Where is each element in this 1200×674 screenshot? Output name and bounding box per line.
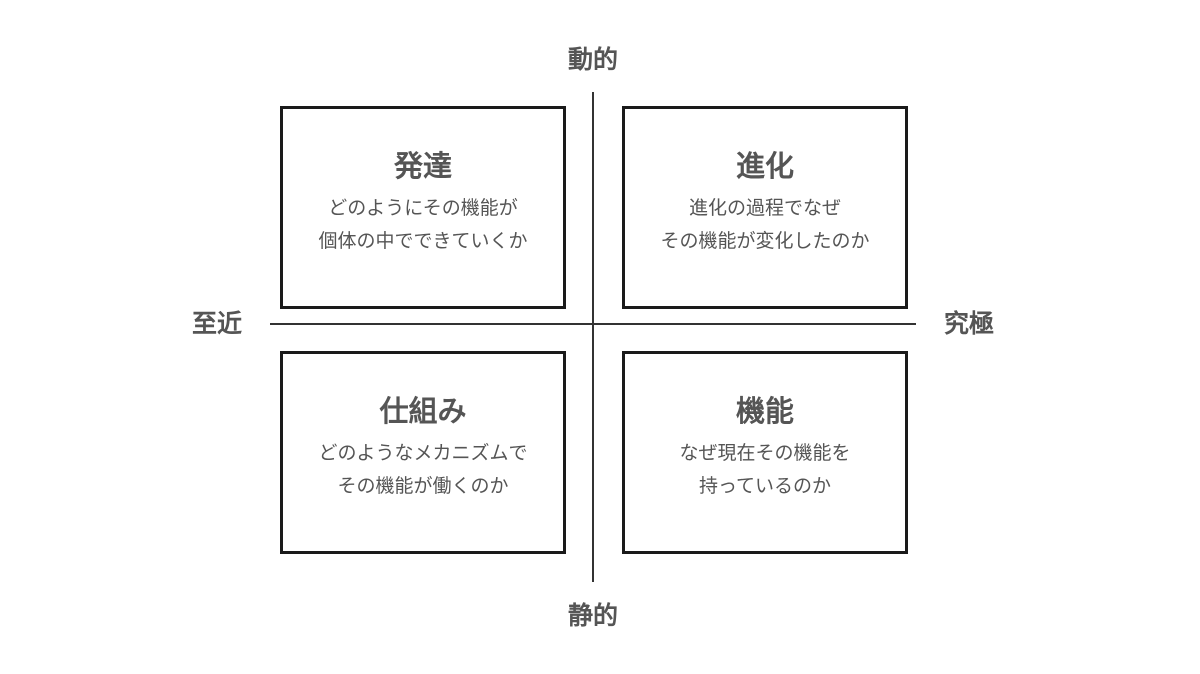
quadrant-description-line: 進化の過程でなぜ	[688, 196, 841, 219]
axis-label-top: 動的	[567, 45, 619, 74]
quadrant-description-line: 個体の中でできていくか	[318, 229, 528, 252]
axis-label-left: 至近	[192, 309, 243, 338]
quadrant-top-left: 発達 どのようにその機能が 個体の中でできていくか	[280, 106, 566, 309]
axis-label-bottom: 静的	[567, 601, 619, 630]
quadrant-bottom-right: 機能 なぜ現在その機能を 持っているのか	[622, 351, 908, 554]
quadrant-description: どのようにその機能が 個体の中でできていくか	[283, 192, 563, 258]
quadrant-description: なぜ現在その機能を 持っているのか	[625, 437, 905, 503]
quadrant-title: 機能	[735, 394, 794, 428]
quadrant-title: 仕組み	[379, 394, 467, 428]
quadrant-description-line: どのようなメカニズムで	[318, 441, 528, 464]
quadrant-description-line: どのようにその機能が	[328, 196, 518, 219]
quadrant-description: どのようなメカニズムで その機能が働くのか	[283, 437, 563, 503]
horizontal-axis-line	[270, 323, 916, 325]
vertical-axis-line	[592, 92, 594, 582]
quadrant-description-line: その機能が働くのか	[337, 474, 509, 497]
quadrant-title: 進化	[735, 149, 794, 183]
quadrant-top-right: 進化 進化の過程でなぜ その機能が変化したのか	[622, 106, 908, 309]
axis-label-right: 究極	[944, 309, 995, 338]
quadrant-description-line: 持っているのか	[698, 474, 832, 497]
quadrant-title: 発達	[393, 149, 452, 183]
quadrant-description-line: なぜ現在その機能を	[679, 441, 851, 464]
quadrant-description-line: その機能が変化したのか	[660, 229, 870, 252]
quadrant-bottom-left: 仕組み どのようなメカニズムで その機能が働くのか	[280, 351, 566, 554]
quadrant-description: 進化の過程でなぜ その機能が変化したのか	[625, 192, 905, 258]
